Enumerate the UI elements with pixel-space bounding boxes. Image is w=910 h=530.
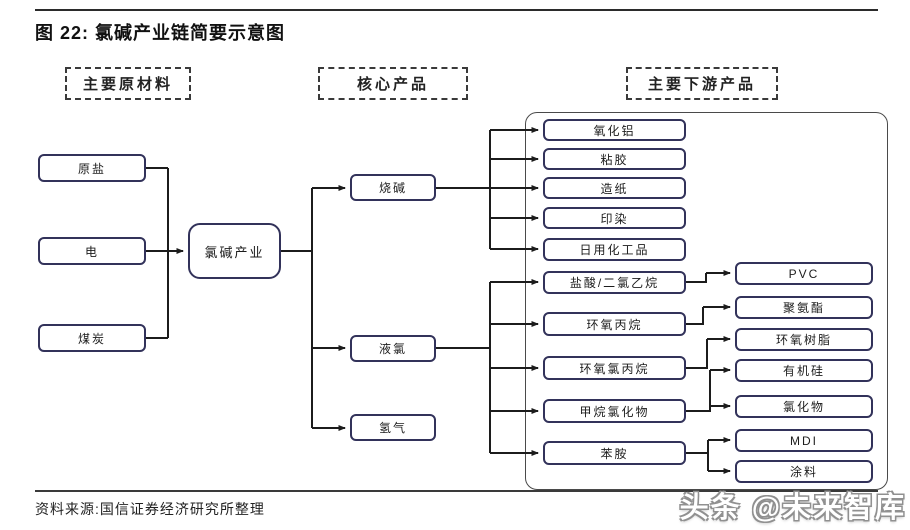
node-epichlorohydrin: 环氧氯丙烷 (543, 356, 686, 380)
bottom-rule (35, 490, 878, 492)
group-label-core-products: 核心产品 (318, 67, 468, 100)
watermark: 头条 @未来智库 (679, 492, 906, 524)
node-electricity: 电 (38, 237, 146, 265)
node-hydrogen: 氢气 (350, 414, 436, 441)
node-polyurethane: 聚氨酯 (735, 296, 873, 319)
node-liquid-chlorine: 液氯 (350, 335, 436, 362)
node-mdi: MDI (735, 429, 873, 452)
page-title: 图 22: 氯碱产业链简要示意图 (35, 23, 286, 43)
node-propylene-oxide: 环氧丙烷 (543, 312, 686, 336)
node-epoxy-resin: 环氧树脂 (735, 328, 873, 351)
node-papermaking: 造纸 (543, 177, 686, 199)
top-rule (35, 9, 878, 11)
node-viscose: 粘胶 (543, 148, 686, 170)
node-chlor-alkali-industry: 氯碱产业 (188, 223, 281, 279)
node-caustic-soda: 烧碱 (350, 174, 436, 201)
node-coatings: 涂料 (735, 460, 873, 483)
node-alumina: 氧化铝 (543, 119, 686, 141)
node-hcl-dichloroethane: 盐酸/二氯乙烷 (543, 271, 686, 294)
group-label-downstream-products: 主要下游产品 (626, 67, 778, 100)
node-chlorides: 氯化物 (735, 395, 873, 418)
node-raw-salt: 原盐 (38, 154, 146, 182)
node-methane-chlorides: 甲烷氯化物 (543, 399, 686, 423)
node-organosilicon: 有机硅 (735, 359, 873, 382)
node-daily-chemicals: 日用化工品 (543, 238, 686, 261)
node-printing-dyeing: 印染 (543, 207, 686, 229)
group-label-raw-materials: 主要原材料 (65, 67, 191, 100)
source-note: 资料来源:国信证券经济研究所整理 (35, 501, 265, 517)
node-coal: 煤炭 (38, 324, 146, 352)
node-aniline: 苯胺 (543, 441, 686, 465)
node-pvc: PVC (735, 262, 873, 285)
